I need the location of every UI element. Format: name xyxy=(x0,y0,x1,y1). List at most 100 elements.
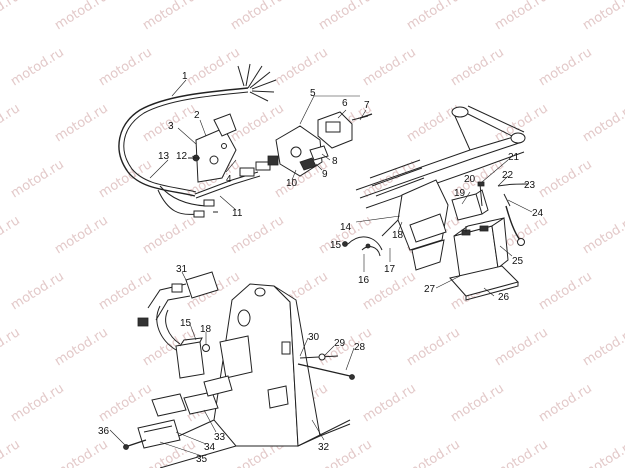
watermark-text-41: motod.ru xyxy=(96,269,155,313)
watermark-text-8: motod.ru xyxy=(8,45,67,89)
callout-14: 14 xyxy=(340,222,352,233)
watermark-text-71: motod.ru xyxy=(580,437,625,468)
callout-30: 30 xyxy=(308,332,320,343)
watermark-text-17: motod.ru xyxy=(52,101,111,145)
callout-21: 21 xyxy=(508,152,520,163)
callout-35: 35 xyxy=(196,454,208,465)
watermark-text-1: motod.ru xyxy=(52,0,111,33)
watermark-text-35: motod.ru xyxy=(228,213,287,257)
watermark-text-2: motod.ru xyxy=(140,0,199,33)
regulator xyxy=(137,271,219,327)
callout-12: 12 xyxy=(176,151,188,162)
callout-24: 24 xyxy=(532,208,544,219)
callout-9: 9 xyxy=(322,169,328,180)
watermark-text-55: motod.ru xyxy=(580,325,625,369)
watermark-text-32: motod.ru xyxy=(0,213,23,257)
callout-19: 19 xyxy=(454,188,466,199)
callout-36: 36 xyxy=(98,426,110,437)
callout-3: 3 xyxy=(168,121,174,132)
relay-blocks xyxy=(137,375,233,449)
callout-28: 28 xyxy=(354,342,366,353)
callout-7: 7 xyxy=(364,100,370,111)
watermark-text-57: motod.ru xyxy=(96,381,155,425)
watermark-text-0: motod.ru xyxy=(0,0,23,33)
watermark-text-36: motod.ru xyxy=(316,213,375,257)
watermark-text-39: motod.ru xyxy=(580,213,625,257)
watermark-text-6: motod.ru xyxy=(492,0,551,33)
callout-17: 17 xyxy=(384,264,396,275)
watermark-text-64: motod.ru xyxy=(0,437,23,468)
callout-15-left: 15 xyxy=(180,318,192,329)
mounting-bracket xyxy=(188,113,237,183)
ignition-coil xyxy=(156,305,210,379)
watermark-text-7: motod.ru xyxy=(580,0,625,33)
watermark-text-3: motod.ru xyxy=(228,0,287,33)
bolt-fasteners xyxy=(123,243,371,450)
callout-23: 23 xyxy=(524,180,536,191)
callout-33: 33 xyxy=(214,432,226,443)
watermark-text-5: motod.ru xyxy=(404,0,463,33)
watermark-text-56: motod.ru xyxy=(8,381,67,425)
callout-27: 27 xyxy=(424,284,436,295)
callout-32: 32 xyxy=(318,442,330,453)
watermark-text-13: motod.ru xyxy=(448,45,507,89)
callout-8: 8 xyxy=(332,156,338,167)
callout-11: 11 xyxy=(232,208,243,219)
callout-15-right: 15 xyxy=(330,240,342,251)
callout-18-right: 18 xyxy=(392,230,404,241)
rear-frame-panel xyxy=(159,283,351,468)
callout-6: 6 xyxy=(342,98,348,109)
battery xyxy=(453,217,509,279)
callout-20: 20 xyxy=(464,174,476,185)
callout-10: 10 xyxy=(286,178,298,189)
watermark-text-30: motod.ru xyxy=(536,157,595,201)
leader-lines xyxy=(109,79,533,457)
callout-5: 5 xyxy=(310,88,316,99)
callout-1: 1 xyxy=(182,71,188,82)
watermark-text-24: motod.ru xyxy=(8,157,67,201)
callout-16: 16 xyxy=(358,275,370,286)
watermark-text-70: motod.ru xyxy=(492,437,551,468)
callout-22: 22 xyxy=(502,170,514,181)
watermark-text-14: motod.ru xyxy=(536,45,595,89)
watermark-text-33: motod.ru xyxy=(52,213,111,257)
callout-31: 31 xyxy=(176,264,188,275)
watermark-text-53: motod.ru xyxy=(404,325,463,369)
callout-34: 34 xyxy=(204,442,216,453)
watermark-text-62: motod.ru xyxy=(536,381,595,425)
watermark-text-52: motod.ru xyxy=(316,325,375,369)
callout-29: 29 xyxy=(334,338,346,349)
callout-4: 4 xyxy=(226,174,232,185)
watermark-text-54: motod.ru xyxy=(492,325,551,369)
watermark-text-49: motod.ru xyxy=(52,325,111,369)
callout-labels: 1 2 3 4 5 6 7 8 9 10 11 12 13 14 15 15 1… xyxy=(98,71,544,465)
callout-26: 26 xyxy=(498,292,510,303)
watermark-text-23: motod.ru xyxy=(580,101,625,145)
watermark-text-10: motod.ru xyxy=(184,45,243,89)
watermark-text-34: motod.ru xyxy=(140,213,199,257)
watermark-text-48: motod.ru xyxy=(0,325,23,369)
watermark-text-40: motod.ru xyxy=(8,269,67,313)
watermark-text-12: motod.ru xyxy=(360,45,419,89)
callout-13: 13 xyxy=(158,151,170,162)
callout-25: 25 xyxy=(512,256,524,267)
battery-cover xyxy=(451,189,489,221)
watermark-text-61: motod.ru xyxy=(448,381,507,425)
battery-pad xyxy=(449,265,519,301)
watermark-text-69: motod.ru xyxy=(404,437,463,468)
watermark-text-21: motod.ru xyxy=(404,101,463,145)
watermark-text-4: motod.ru xyxy=(316,0,375,33)
wire-harness-assembly xyxy=(118,63,279,218)
watermark-text-16: motod.ru xyxy=(0,101,23,145)
watermark-text-11: motod.ru xyxy=(272,45,331,89)
callout-2: 2 xyxy=(194,110,200,121)
watermark-text-9: motod.ru xyxy=(96,45,155,89)
watermark-text-65: motod.ru xyxy=(52,437,111,468)
watermark-text-46: motod.ru xyxy=(536,269,595,313)
callout-18-left: 18 xyxy=(200,324,212,335)
battery-box xyxy=(381,179,449,271)
watermark-text-60: motod.ru xyxy=(360,381,419,425)
switch-housing xyxy=(275,111,373,177)
